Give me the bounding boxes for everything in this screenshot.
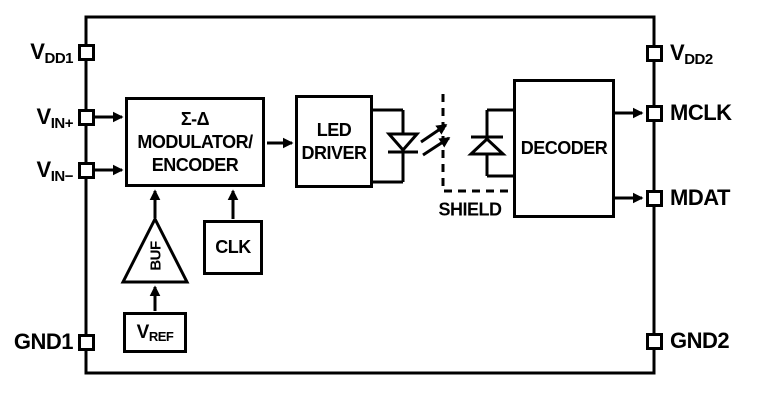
pin-label-gnd1: GND1 — [13, 329, 74, 354]
pin-mdat — [646, 190, 663, 207]
pin-label-vin-minus: VIN− — [36, 157, 74, 186]
pin-gnd2 — [646, 333, 663, 350]
pin-label-mclk: MCLK — [670, 102, 732, 124]
pin-label-vin-plus-sub: IN+ — [50, 115, 74, 132]
pin-vin-plus — [78, 109, 95, 126]
vref-label-sub: REF — [148, 328, 174, 344]
modulator-line3: ENCODER — [151, 154, 239, 175]
pin-label-vin-minus-sub: IN− — [50, 168, 74, 185]
led-driver-line2: DRIVER — [301, 142, 367, 163]
led-driver-block: LED DRIVER — [295, 95, 373, 188]
pin-label-vdd1: VDD1 — [30, 39, 73, 68]
pin-label-vdd1-sub: DD1 — [44, 50, 73, 67]
pin-gnd1 — [78, 334, 95, 351]
modulator-line2: MODULATOR/ — [137, 131, 253, 152]
pin-label-vdd2-sub: DD2 — [684, 51, 713, 68]
vref-block: VREF — [123, 312, 187, 353]
led-driver-line1: LED — [316, 119, 352, 140]
pin-vdd2 — [646, 45, 663, 62]
pin-label-mdat-main: MDAT — [670, 185, 730, 210]
buf-label: BUF — [147, 241, 165, 271]
photodiode-bracket-wire — [485, 108, 514, 178]
modulator-line1: Σ-Δ — [180, 108, 210, 129]
led-diode-icon — [385, 132, 421, 153]
pin-label-vin-minus-main: V — [36, 157, 52, 182]
pin-label-vdd2-main: V — [670, 40, 685, 65]
light-arrow-2-icon — [422, 136, 451, 157]
pin-label-vdd1-main: V — [30, 39, 45, 64]
pin-label-gnd2: GND2 — [670, 328, 730, 353]
shield-label: SHIELD — [438, 199, 502, 220]
modulator-encoder-block: Σ-Δ MODULATOR/ ENCODER — [125, 97, 265, 187]
vref-label: VREF — [137, 321, 174, 345]
pin-label-vdd2: VDD2 — [670, 40, 713, 69]
pin-label-mclk-main: MCLK — [670, 100, 732, 125]
pin-label-mdat: MDAT — [670, 187, 730, 209]
clk-label: CLK — [215, 237, 251, 257]
shield-dashed-line — [441, 94, 511, 193]
pin-label-vin-plus: VIN+ — [36, 104, 74, 133]
pin-label-gnd2-main: GND2 — [670, 328, 730, 353]
pin-label-gnd1-main: GND1 — [13, 329, 74, 354]
decoder-block: DECODER — [513, 79, 615, 218]
pin-label-vin-plus-main: V — [36, 104, 52, 129]
clk-block: CLK — [203, 220, 263, 275]
buf-triangle — [120, 215, 190, 284]
photodiode-icon — [467, 136, 507, 156]
pin-mclk — [646, 105, 663, 122]
decoder-label: DECODER — [520, 138, 608, 158]
pin-vin-minus — [78, 162, 95, 179]
pin-vdd1 — [78, 44, 95, 61]
led-bracket-wire — [373, 108, 405, 184]
vref-label-main: V — [136, 321, 150, 343]
